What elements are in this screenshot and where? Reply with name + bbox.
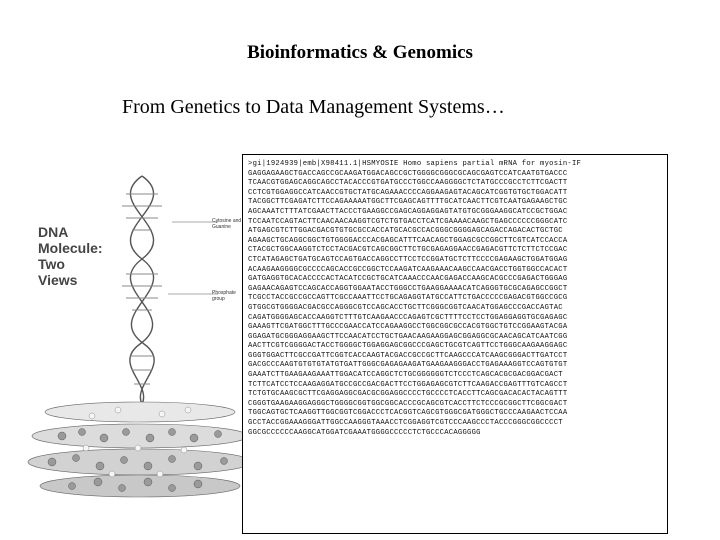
sequence-line: GATGAGGTGCACACCCCACTACATCCGCTGCATCAAACCC… — [248, 275, 568, 284]
sequence-line: GGCGCCCCCCAAGGCATGGATCGAAATGGGGCCCCCTCTG… — [248, 428, 481, 437]
sequence-line: TCTTCATCCTCCAAGAGGATGCCGCCGACGACTTCCTGGA… — [248, 380, 568, 389]
sequence-line: GAGAACAGAGTCCAGCACCAGGTGGAATACCTGGGCCTGA… — [248, 284, 568, 293]
sequence-line: AGCAAATCTTTATCGAACTTACCCTGAAGGCCGAGCAGGA… — [248, 207, 568, 216]
sequence-line: ACAAGAAGGGGCGCCCCAGCACCGCCGGCTCCAAGATCAA… — [248, 265, 568, 274]
sequence-line: TCTGTGCAAGCGCTTCGAGGAGGCGACGCGGAGGCCCCTG… — [248, 390, 568, 399]
sequence-line: GAAATCTTGAAGAAGAAATTGGACATCCAGGCTCTGCGGG… — [248, 371, 563, 380]
sequence-line: GGAGATGCGGGAGGAAGCTTCCAACATCCTGCTGAACAAG… — [248, 332, 568, 341]
sequence-line: TGGCAGTGCTCAAGGTTGGCGGTCGGACCCTCACGGTCAG… — [248, 409, 568, 418]
sequence-line: GAAAGTTCGATGGCTTTGCCCGAACCATCCAGAAGGCCTG… — [248, 323, 568, 332]
sequence-line: CTACGCTGGCAAGGTCTCCTACGACGTCAGCGGCTTCTGC… — [248, 246, 568, 255]
sequence-line: CTCATAGAGCTGATGCAGTCCAGTGACCAGGCCTTCCTCC… — [248, 255, 568, 264]
sequence-line: CGGGTGAAGAAGGAGGGCTGGGGCGGTGGCGGCACCCGCA… — [248, 399, 568, 408]
sequence-line: TCGCCTACCGCCGCCAGTTCGCCAAATTCCTGCAGAGGTA… — [248, 294, 568, 303]
sequence-line: TACGGCTTCGAGATCTTCCAGAAAAATGGCTTCGAGCAGT… — [248, 198, 568, 207]
phosphate-label: Phosphate group — [212, 290, 236, 302]
dna-figure-caption: DNA Molecule: Two Views — [38, 224, 103, 288]
sequence-line: GACGCCCAAGTGTGTGTATGTGATTGGGCGAGAGAAGATG… — [248, 361, 568, 370]
fasta-header: >gi|1924939|emb|X98411.1|HSMYOSIE Homo s… — [248, 160, 582, 168]
sequence-line: TCAACGTGGAGCAGGCAGCCTACACCCGTGATGCCCTGGC… — [248, 179, 568, 188]
sequence-lines: GAGGAGAAGCTGACCAGCCGCAAGATGGACAGCCGCTGGG… — [248, 170, 661, 439]
sequence-line: ATGAGCGTCTTGGACGACGTGTGCGCCACCATGCACGCCA… — [248, 227, 563, 236]
sequence-line: TCCAATCCAGTACTTCAACAACAAGGTCGTCTGTGACCTC… — [248, 217, 568, 226]
caption-line: Views — [38, 272, 78, 288]
base-pair-label: Cytosine and Guanine — [212, 218, 242, 230]
sequence-line: GGGTGGACTTCGCCGATTCGGTCACCAAGTACGACCGCCG… — [248, 351, 568, 360]
sequence-line: CAGATGGGGAGCACCAAGGTCTTTGTCAAGAACCCAGAGT… — [248, 313, 568, 322]
fasta-sequence-panel: >gi|1924939|emb|X98411.1|HSMYOSIE Homo s… — [242, 154, 668, 534]
sequence-line: CCTCGTGGAGGCCATCAACCGTGCTATGCAGAAACCCCAG… — [248, 188, 568, 197]
sequence-line: AACTTCGTCGGGGACTACCTGGGGCTGGAGGAGCGGCCCG… — [248, 342, 568, 351]
slide-title: Bioinformatics & Genomics — [247, 42, 473, 63]
space-filling-model-icon — [27, 401, 253, 498]
slide-subtitle: From Genetics to Data Management Systems… — [122, 96, 505, 118]
sequence-line: GTGGCGTGGGGACGACGCCAGGGCGTCCAGCACCTGCTTC… — [248, 303, 563, 312]
caption-line: DNA — [38, 224, 69, 240]
caption-line: Two — [38, 256, 65, 272]
double-helix-icon — [122, 175, 162, 405]
sequence-line: AGAAGCTGCAGGCGGCTGTGGGGACCCACGAGCATTTCAA… — [248, 236, 568, 245]
caption-line: Molecule: — [38, 240, 103, 256]
sequence-line: GCCTACCGGAAAGGGATTGGCCAAGGGTAAACCTCGGAGG… — [248, 419, 563, 428]
sequence-line: GAGGAGAAGCTGACCAGCCGCAAGATGGACAGCCGCTGGG… — [248, 169, 568, 178]
dna-molecule-illustration — [27, 175, 253, 498]
